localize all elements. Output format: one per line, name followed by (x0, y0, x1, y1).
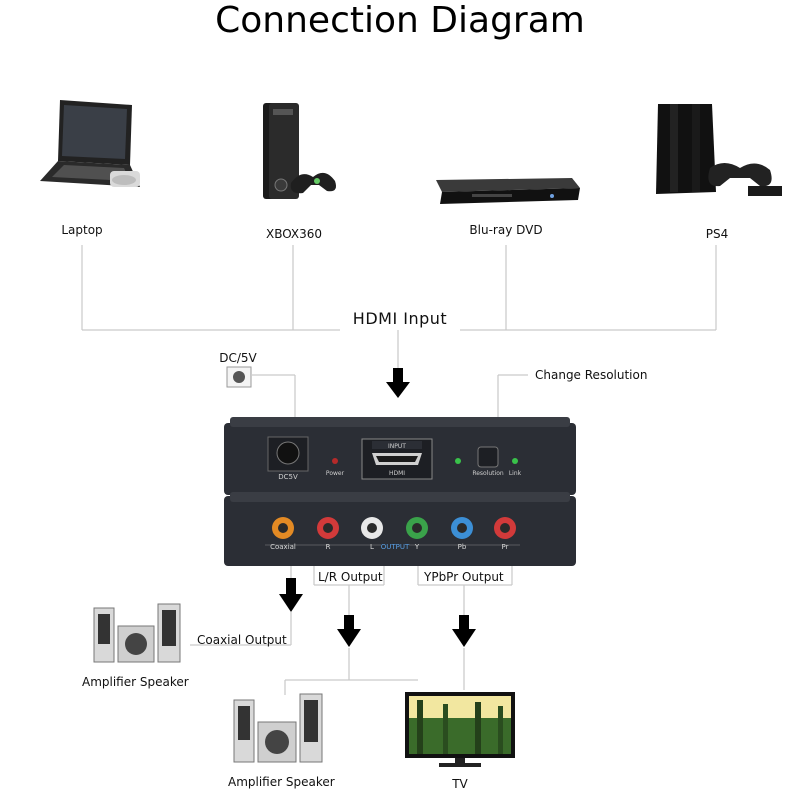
ypbpr-arrow-head (452, 629, 476, 647)
dc-power-icon (226, 366, 252, 388)
rca-jacks (272, 517, 516, 539)
diagram-title: Connection Diagram (215, 0, 585, 41)
bluray-icon (436, 178, 580, 204)
ypbpr-output-label: YPbPr Output (424, 570, 504, 584)
hdmi-arrow-shaft (393, 368, 403, 384)
ypbpr-arrow-shaft (459, 615, 469, 631)
converter-input-panel: DC5V Power INPUT HDMI Resolution Link (224, 417, 576, 495)
jack-label-coaxial: Coaxial (270, 543, 296, 551)
jack-label-y: Y (414, 543, 420, 551)
ps4-icon (656, 104, 782, 196)
input-port-label: INPUT (388, 443, 406, 450)
converter-output-panel: Coaxial R L OUTPUT Y Pb Pr (224, 492, 576, 566)
dc-label: DC/5V (219, 351, 257, 365)
amplifier-speaker-icon-2 (233, 693, 323, 763)
jack-label-r: R (326, 543, 331, 551)
laptop-label: Laptop (61, 223, 103, 237)
jack-label-l: L (370, 543, 374, 551)
amplifier-speaker-icon (93, 603, 181, 663)
change-resolution-label: Change Resolution (535, 368, 648, 382)
link-led-label: Link (509, 470, 522, 477)
amplifier-speaker-1-label: Amplifier Speaker (82, 675, 189, 689)
bluray-label: Blu-ray DVD (469, 223, 543, 237)
hdmi-port-label: HDMI (389, 470, 405, 477)
tv-icon (405, 692, 515, 767)
xbox-icon (263, 103, 336, 199)
lr-arrow-shaft (344, 615, 354, 631)
xbox-label: XBOX360 (265, 227, 323, 241)
ps4-label: PS4 (705, 227, 729, 241)
tv-label: TV (452, 777, 468, 791)
coax-arrow-head (279, 594, 303, 612)
hdmi-arrow-head (386, 382, 410, 398)
lr-arrow-head (337, 629, 361, 647)
hdmi-input-label: HDMI Input (346, 309, 454, 328)
resolution-button-label: Resolution (472, 470, 504, 477)
lr-output-label: L/R Output (318, 570, 383, 584)
laptop-icon (40, 100, 140, 187)
output-group-label: OUTPUT (381, 543, 410, 551)
amplifier-speaker-2-label: Amplifier Speaker (228, 775, 335, 789)
coax-arrow-shaft (286, 578, 296, 596)
jack-label-pr: Pr (502, 543, 509, 551)
coaxial-output-label: Coaxial Output (197, 633, 287, 647)
dc5v-jack-label: DC5V (278, 473, 298, 481)
power-led-label: Power (326, 470, 345, 477)
jack-label-pb: Pb (458, 543, 467, 551)
